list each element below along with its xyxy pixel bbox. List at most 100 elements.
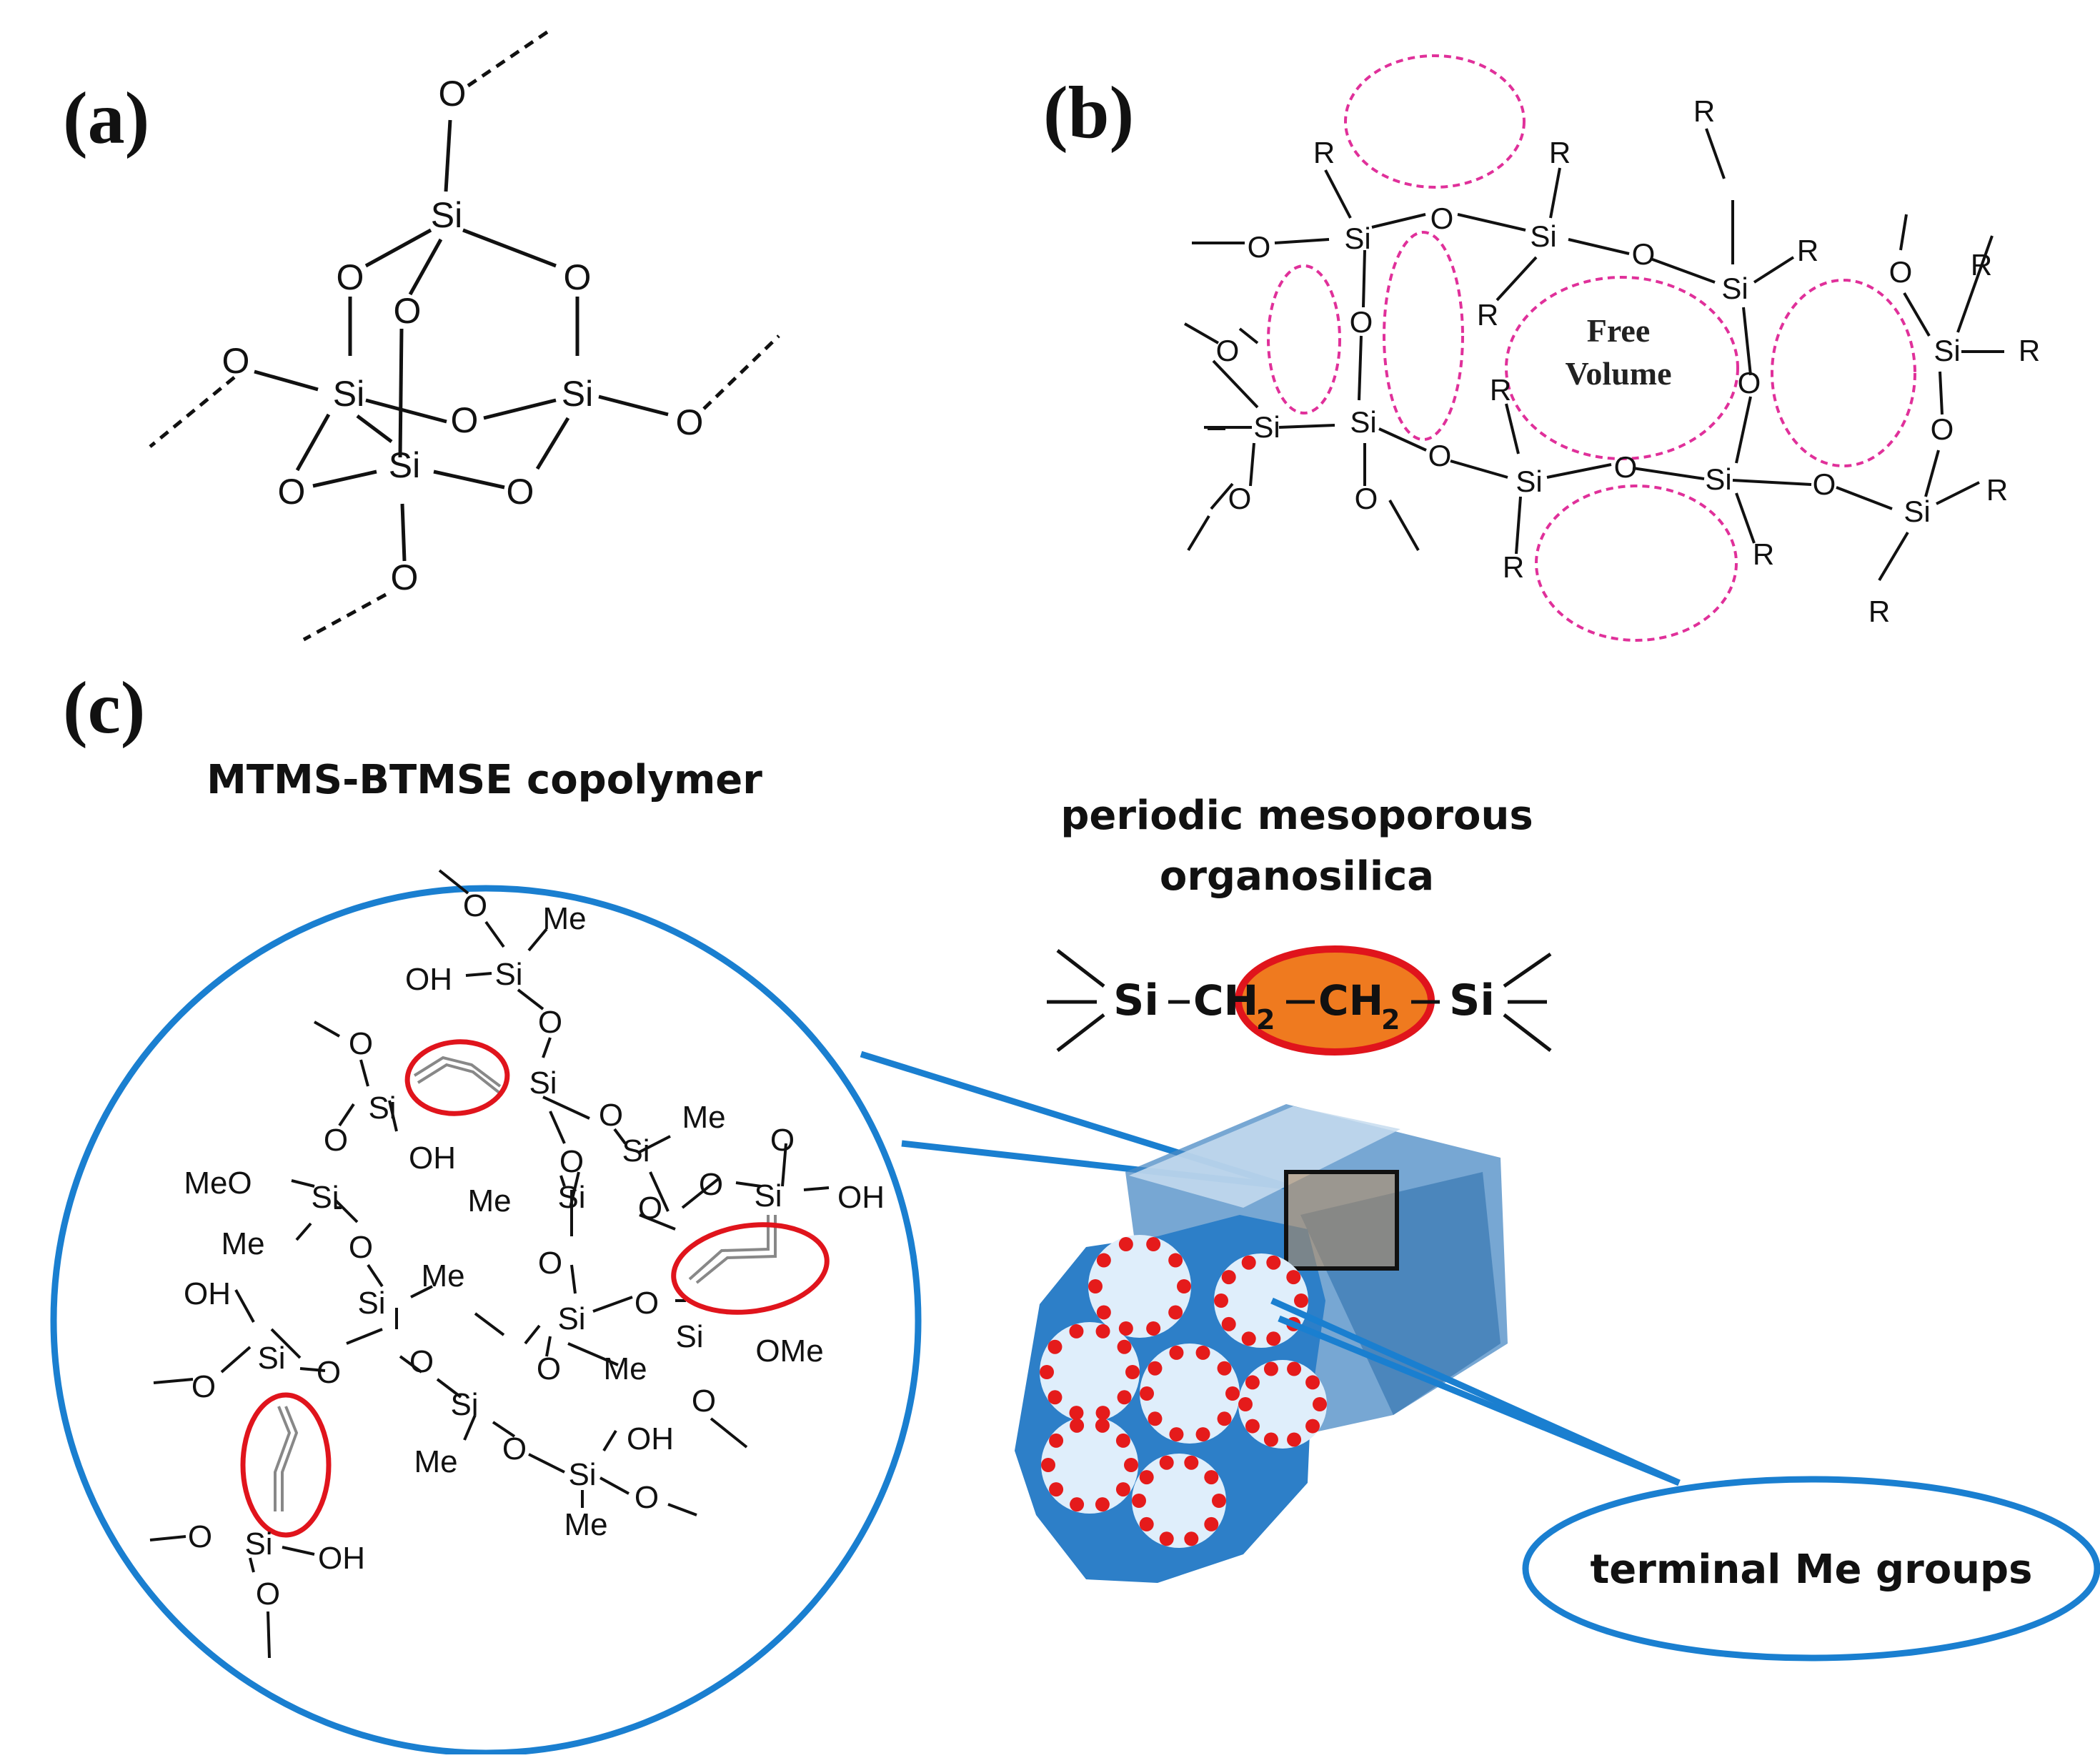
atom-o: O	[349, 1230, 373, 1265]
atom-r: R	[1753, 537, 1774, 571]
atom-si: Si	[1350, 405, 1376, 439]
atom-me: Me	[421, 1258, 464, 1293]
atom-r: R	[1971, 248, 1992, 282]
atom-o: O	[317, 1355, 341, 1390]
block-top-face	[1129, 1106, 1400, 1208]
atom-o: O	[507, 472, 534, 512]
formula-ch-right: CH	[1318, 976, 1383, 1025]
me-group-dot	[1124, 1458, 1138, 1472]
me-group-dot	[1184, 1455, 1199, 1470]
zoom-region-fill	[1286, 1172, 1397, 1268]
atom-o: O	[1428, 439, 1452, 472]
atom-o: O	[635, 1286, 659, 1321]
atom-o: O	[1889, 255, 1913, 289]
formula-si-right: Si	[1449, 975, 1495, 1026]
me-group-dot	[1139, 1516, 1154, 1531]
zoom-region-box	[1284, 1170, 1399, 1271]
pmo-title-line1: periodic mesoporous	[1060, 793, 1533, 839]
atom-si: Si	[389, 445, 420, 485]
me-group-dot	[1070, 1497, 1085, 1512]
atom-o: O	[256, 1576, 280, 1612]
panel-b-atoms: R Si O O R Si O R R Si R O O O Si Si O O…	[1216, 94, 2041, 628]
atom-me: Me	[467, 1183, 511, 1218]
atom-si: Si	[1530, 219, 1556, 253]
me-group-dot	[1041, 1458, 1055, 1472]
atom-o: O	[699, 1167, 723, 1202]
atom-o: O	[1248, 230, 1271, 264]
me-group-dot	[1221, 1316, 1236, 1331]
me-group-dot	[1263, 1361, 1278, 1376]
atom-r: R	[1490, 373, 1511, 407]
atom-si: Si	[1344, 222, 1370, 255]
atom-me: Me	[221, 1226, 264, 1261]
panel-a-atoms: O Si O O O O Si O Si O Si O O O	[222, 74, 704, 597]
callout-line	[1278, 1315, 1681, 1486]
atom-o: O	[1430, 202, 1454, 235]
me-group-dot	[1115, 1482, 1130, 1497]
me-group-dot	[1125, 1365, 1140, 1379]
atom-si: Si	[557, 1301, 585, 1336]
atom-si: Si	[333, 374, 364, 414]
free-volume-label-line1: Free	[1587, 312, 1651, 349]
panel-b-label: (b)	[1043, 71, 1134, 154]
atom-r: R	[1868, 595, 1890, 628]
atom-o: O	[770, 1123, 795, 1158]
atom-r: R	[1477, 298, 1498, 332]
me-group-dot	[1159, 1531, 1174, 1546]
ethylene-highlight-ellipse	[240, 1392, 332, 1538]
me-group-dot	[1049, 1482, 1064, 1497]
atom-oh: OH	[409, 1141, 456, 1176]
atom-si: Si	[257, 1341, 285, 1376]
me-group-dot	[1238, 1397, 1253, 1411]
atom-si: Si	[562, 374, 593, 414]
free-volume-ellipse	[1771, 279, 1916, 467]
atom-o: O	[692, 1384, 716, 1419]
atom-o: O	[564, 257, 592, 297]
atom-si: Si	[431, 195, 462, 235]
me-group-dot	[1146, 1321, 1161, 1336]
me-group-dot	[1096, 1253, 1111, 1268]
atom-si: Si	[1253, 410, 1280, 444]
panel-a: (a) O Si O	[63, 28, 780, 642]
me-group-dot	[1204, 1516, 1219, 1531]
atom-si: Si	[450, 1387, 478, 1422]
ethylene-bridges	[274, 1056, 777, 1511]
me-group-dot	[1095, 1324, 1110, 1339]
atom-si: Si	[357, 1286, 385, 1321]
me-group-dot	[1169, 1345, 1184, 1360]
atom-o: O	[1216, 334, 1240, 367]
free-volume-ellipses	[1267, 54, 1916, 642]
atom-o: O	[439, 74, 467, 114]
me-group-dot	[1184, 1531, 1199, 1546]
atom-me: Me	[682, 1100, 725, 1135]
atom-me: Me	[603, 1351, 647, 1386]
me-group-dot	[1212, 1494, 1226, 1508]
atom-o: O	[502, 1431, 527, 1466]
free-volume-ellipse	[1535, 485, 1738, 642]
pmo-title-line2: organosilica	[1160, 853, 1434, 900]
atom-o: O	[391, 557, 419, 597]
atom-si: Si	[1934, 334, 1960, 367]
atom-si: Si	[529, 1066, 557, 1101]
me-group-dot	[1287, 1432, 1302, 1447]
atom-oh: OH	[837, 1180, 885, 1215]
atom-si: Si	[1904, 495, 1930, 528]
me-group-dot	[1117, 1390, 1132, 1405]
atom-meo: MeO	[184, 1166, 252, 1201]
me-group-dot	[1221, 1270, 1236, 1285]
atom-r: R	[1503, 550, 1524, 584]
me-group-dot	[1047, 1339, 1063, 1354]
pore	[1132, 1454, 1226, 1548]
atom-me: Me	[414, 1444, 457, 1479]
me-group-dot	[1266, 1255, 1281, 1270]
atom-o: O	[394, 291, 422, 331]
atom-si: Si	[368, 1091, 396, 1126]
atom-o: O	[222, 341, 250, 381]
me-group-dot	[1047, 1390, 1063, 1405]
copolymer-atoms: O Me OH Si O O Si Si O Me OH O O Si O O …	[184, 888, 885, 1612]
me-group-dot	[1305, 1375, 1320, 1390]
atom-me: Me	[542, 901, 586, 936]
me-group-dot	[1040, 1365, 1054, 1379]
